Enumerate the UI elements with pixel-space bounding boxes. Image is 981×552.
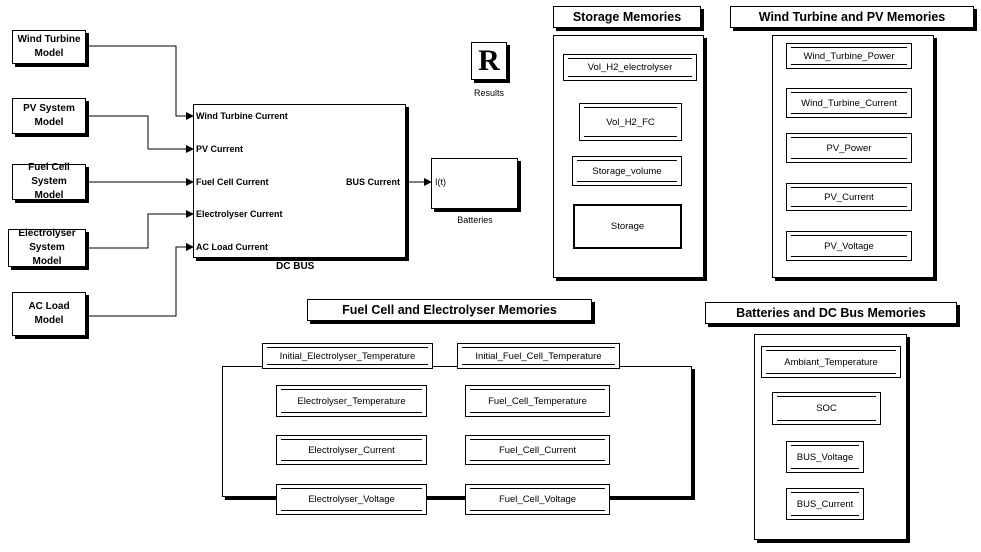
wind-turbine-model-block[interactable]: Wind Turbine Model	[12, 30, 86, 64]
storage-memory[interactable]: Storage	[573, 204, 682, 249]
dc-bus-block[interactable]: Wind Turbine Current PV Current Fuel Cel…	[193, 104, 406, 258]
port-bus-current: BUS Current	[345, 177, 400, 187]
results-caption: Results	[473, 88, 504, 98]
electrolyser-system-model-block[interactable]: Electrolyser System Model	[8, 228, 86, 267]
soc-memory[interactable]: SOC	[772, 392, 881, 425]
wire-el	[86, 210, 194, 249]
fuel-cell-system-model-block[interactable]: Fuel Cell System Model	[12, 162, 86, 201]
fc-el-memories-title: Fuel Cell and Electrolyser Memories	[307, 299, 592, 321]
ac-load-model-block[interactable]: AC Load Model	[12, 292, 86, 336]
storage-volume-memory[interactable]: Storage_volume	[572, 156, 682, 186]
port-ac-load-current: AC Load Current	[196, 242, 268, 252]
bus-voltage-memory[interactable]: BUS_Voltage	[786, 441, 864, 473]
batteries-block[interactable]: I(t)	[431, 158, 518, 209]
electrolyser-temperature-memory[interactable]: Electrolyser_Temperature	[276, 385, 427, 417]
wind-turbine-current-memory[interactable]: Wind_Turbine_Current	[786, 88, 912, 118]
vol-h2-fc-memory[interactable]: Vol_H2_FC	[579, 103, 682, 141]
batt-dc-memories-title: Batteries and DC Bus Memories	[705, 302, 957, 324]
port-electrolyser-current: Electrolyser Current	[196, 209, 283, 219]
fuel-cell-voltage-memory[interactable]: Fuel_Cell_Voltage	[465, 484, 610, 515]
wind-pv-memories-title: Wind Turbine and PV Memories	[730, 6, 974, 28]
batteries-input-port: I(t)	[435, 177, 446, 187]
initial-fuel-cell-temperature-memory[interactable]: Initial_Fuel_Cell_Temperature	[457, 343, 620, 369]
electrolyser-current-memory[interactable]: Electrolyser_Current	[276, 435, 427, 465]
pv-voltage-memory[interactable]: PV_Voltage	[786, 231, 912, 261]
wire-pv	[86, 115, 194, 153]
wind-turbine-power-memory[interactable]: Wind_Turbine_Power	[786, 43, 912, 69]
fuel-cell-temperature-memory[interactable]: Fuel_Cell_Temperature	[465, 385, 610, 417]
results-icon[interactable]: R	[471, 42, 507, 80]
ambiant-temperature-memory[interactable]: Ambiant_Temperature	[761, 346, 901, 378]
vol-h2-electrolyser-memory[interactable]: Vol_H2_electrolyser	[563, 54, 697, 81]
port-fuel-cell-current: Fuel Cell Current	[196, 177, 269, 187]
electrolyser-voltage-memory[interactable]: Electrolyser_Voltage	[276, 484, 427, 515]
wire-ac	[86, 243, 194, 317]
fuel-cell-current-memory[interactable]: Fuel_Cell_Current	[465, 435, 610, 465]
storage-memories-title: Storage Memories	[553, 6, 701, 28]
pv-system-model-block[interactable]: PV System Model	[12, 98, 86, 134]
bus-current-memory[interactable]: BUS_Current	[786, 488, 864, 520]
port-wind-turbine-current: Wind Turbine Current	[196, 111, 288, 121]
dc-bus-caption: DC BUS	[276, 261, 315, 272]
port-pv-current: PV Current	[196, 144, 244, 154]
wire-wind	[86, 45, 194, 120]
batteries-caption: Batteries	[457, 215, 493, 225]
pv-current-memory[interactable]: PV_Current	[786, 183, 912, 211]
pv-power-memory[interactable]: PV_Power	[786, 133, 912, 163]
initial-electrolyser-temperature-memory[interactable]: Initial_Electrolyser_Temperature	[262, 343, 433, 369]
